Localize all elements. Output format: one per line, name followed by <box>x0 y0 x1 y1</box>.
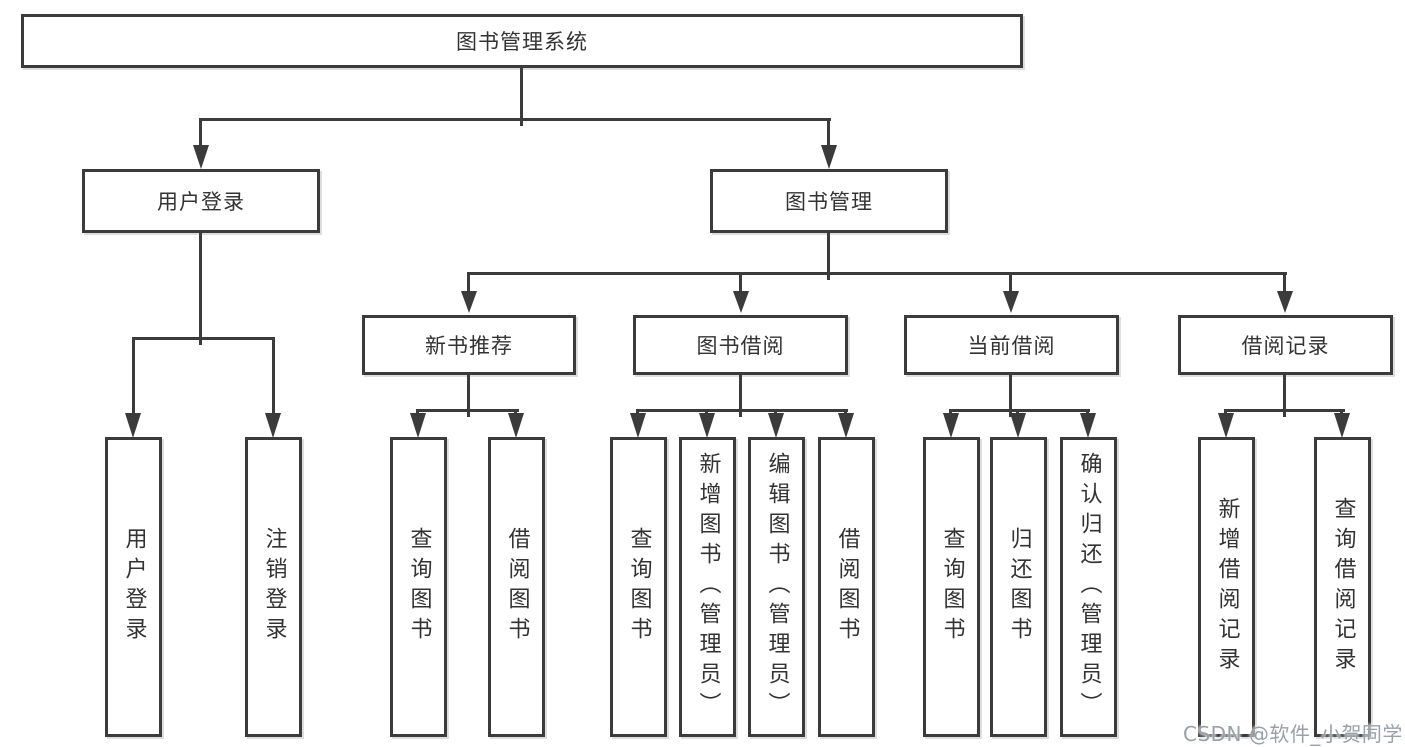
connector-root-stem <box>520 68 523 126</box>
connector-level3-drop <box>1283 272 1286 296</box>
leaf-add-books-admin: 新增图书（管理员） <box>679 437 736 737</box>
connector-level3-bus <box>467 272 1287 275</box>
connector-book-mgmt-stem <box>827 233 830 280</box>
leaf-logout: 注销登录 <box>245 437 302 737</box>
leaf-query-books-borrowing: 查询图书 <box>610 437 667 737</box>
leaf-add-borrow-record: 新增借阅记录 <box>1198 437 1255 737</box>
node-label: 编辑图书（管理员） <box>764 452 790 722</box>
arrow-down-icon <box>733 291 749 313</box>
connector-records-bus <box>1224 409 1345 412</box>
leaf-confirm-return-admin: 确认归还（管理员） <box>1060 437 1117 737</box>
node-label: 查询借阅记录 <box>1330 497 1356 677</box>
node-label: 用户登录 <box>121 527 147 647</box>
arrow-down-icon <box>1080 413 1096 438</box>
node-label: 图书管理 <box>785 190 873 214</box>
connector-leaf-drop <box>272 337 275 422</box>
arrow-down-icon <box>1010 413 1026 438</box>
node-label: 新增借阅记录 <box>1214 497 1240 677</box>
connector-book-mgmt-drop <box>827 118 830 152</box>
node-book-management: 图书管理 <box>710 169 948 233</box>
arrow-down-icon <box>1277 291 1293 313</box>
leaf-return-books: 归还图书 <box>990 437 1047 737</box>
node-label: 借阅记录 <box>1241 334 1330 358</box>
connector-borrowing-stem <box>739 375 742 417</box>
leaf-query-books-current: 查询图书 <box>923 437 980 737</box>
arrow-down-icon <box>943 413 959 438</box>
node-label: 查询图书 <box>939 527 965 647</box>
node-label: 当前借阅 <box>967 334 1056 358</box>
arrow-down-icon <box>193 145 209 169</box>
node-book-borrowing: 图书借阅 <box>633 315 848 375</box>
leaf-query-books-recommend: 查询图书 <box>390 437 447 737</box>
connector-user-login-bus <box>132 337 275 340</box>
connector-leaf-drop <box>132 337 135 422</box>
connector-user-login-drop <box>199 118 202 152</box>
node-label: 借阅图书 <box>834 527 860 647</box>
node-label: 归还图书 <box>1006 527 1032 647</box>
leaf-user-login: 用户登录 <box>105 437 162 737</box>
node-label: 查询图书 <box>626 527 652 647</box>
connector-level3-drop <box>1009 272 1012 296</box>
node-label: 图书管理系统 <box>456 30 588 54</box>
arrow-down-icon <box>821 145 837 169</box>
arrow-down-icon <box>1218 413 1234 438</box>
node-borrowing-records: 借阅记录 <box>1178 315 1393 375</box>
arrow-down-icon <box>508 413 524 438</box>
connector-current-stem <box>1009 375 1012 417</box>
arrow-down-icon <box>699 413 715 438</box>
arrow-down-icon <box>125 413 141 438</box>
leaf-edit-books-admin: 编辑图书（管理员） <box>748 437 805 737</box>
node-user-login: 用户登录 <box>82 169 320 233</box>
node-label: 新增图书（管理员） <box>695 452 721 722</box>
node-label: 查询图书 <box>406 527 432 647</box>
node-new-book-recommendation: 新书推荐 <box>362 315 576 375</box>
node-label: 注销登录 <box>261 527 287 647</box>
arrow-down-icon <box>1334 413 1350 438</box>
node-label: 图书借阅 <box>696 334 785 358</box>
connector-recommend-stem <box>467 375 470 417</box>
connector-recommend-bus <box>416 409 519 412</box>
leaf-query-borrow-record: 查询借阅记录 <box>1314 437 1371 737</box>
node-label: 确认归还（管理员） <box>1076 452 1102 722</box>
connector-borrowing-bus <box>636 409 848 412</box>
connector-records-stem <box>1283 375 1286 417</box>
arrow-down-icon <box>838 413 854 438</box>
arrow-down-icon <box>461 291 477 313</box>
node-label: 用户登录 <box>157 190 245 214</box>
arrow-down-icon <box>410 413 426 438</box>
leaf-borrow-books-recommend: 借阅图书 <box>488 437 545 737</box>
leaf-borrow-books-borrowing: 借阅图书 <box>818 437 875 737</box>
node-label: 借阅图书 <box>504 527 530 647</box>
node-book-management-system: 图书管理系统 <box>21 14 1023 68</box>
node-current-borrowing: 当前借阅 <box>904 315 1119 375</box>
connector-user-login-stem <box>199 233 202 345</box>
arrow-down-icon <box>265 413 281 438</box>
arrow-down-icon <box>630 413 646 438</box>
connector-level3-drop <box>467 272 470 296</box>
connector-current-bus <box>949 409 1090 412</box>
arrow-down-icon <box>1003 291 1019 313</box>
connector-level3-drop <box>739 272 742 296</box>
arrow-down-icon <box>768 413 784 438</box>
node-label: 新书推荐 <box>425 334 513 358</box>
connector-level2-bus <box>199 118 831 121</box>
csdn-watermark: CSDN @软件_小贺同学 <box>1183 722 1403 746</box>
